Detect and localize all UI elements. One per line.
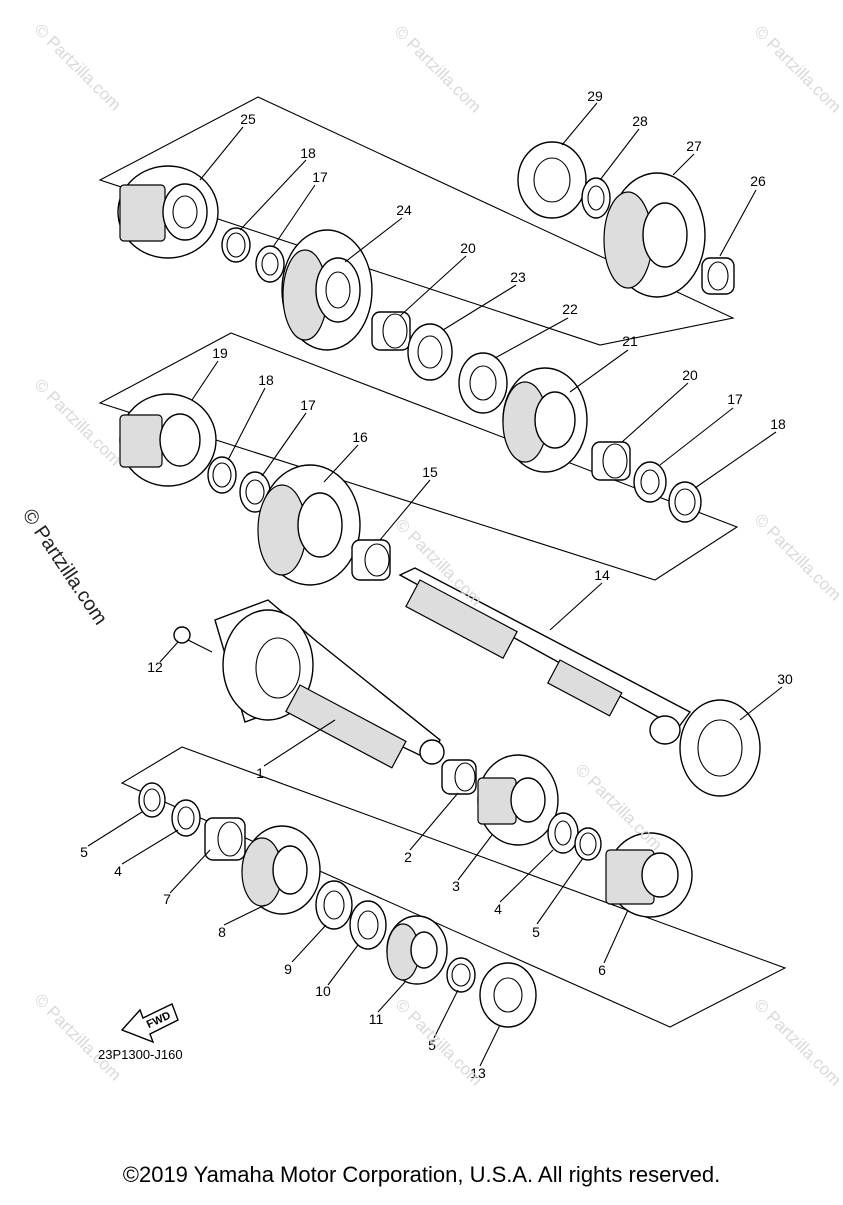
part-15-collar <box>351 539 391 581</box>
callout-17b: 17 <box>300 397 316 413</box>
lower-group-frame <box>120 746 787 1028</box>
callout-5c: 5 <box>428 1037 436 1053</box>
part-24-gear <box>281 229 373 351</box>
callout-18c: 18 <box>770 416 786 432</box>
part-16-gear <box>257 464 361 586</box>
copyright-notice: ©2019 Yamaha Motor Corporation, U.S.A. A… <box>122 1162 721 1187</box>
callout-3: 3 <box>452 878 460 894</box>
callout-14: 14 <box>594 567 610 583</box>
part-5-circlip <box>138 782 166 818</box>
callout-20: 20 <box>460 240 476 256</box>
part-26-collar <box>701 257 735 295</box>
part-21-gear <box>502 367 588 473</box>
callout-2: 2 <box>404 849 412 865</box>
callout-20b: 20 <box>682 367 698 383</box>
callout-19: 19 <box>212 345 228 361</box>
callout-17c: 17 <box>727 391 743 407</box>
part-10-washer <box>349 900 387 950</box>
part-12-bolt <box>173 626 213 653</box>
middle-group-frame <box>98 332 739 581</box>
leader-lines <box>87 102 783 1067</box>
callout-27: 27 <box>686 138 702 154</box>
callout-16: 16 <box>352 429 368 445</box>
part-13-bearing <box>479 962 537 1028</box>
part-6-gear <box>605 832 693 918</box>
callout-8: 8 <box>218 924 226 940</box>
callout-17: 17 <box>312 169 328 185</box>
callout-21: 21 <box>622 333 638 349</box>
part-5-circlip-c <box>574 827 602 861</box>
part-1-drive-axle <box>214 599 445 769</box>
part-22-washer <box>458 352 508 414</box>
part-17-washer-b <box>633 461 667 503</box>
part-25-gear <box>117 165 219 259</box>
part-18-circlip-b <box>668 481 702 523</box>
part-5-circlip-b <box>446 957 476 993</box>
part-27-gear <box>603 172 706 298</box>
part-11-gear <box>386 915 448 985</box>
callout-labels: 29 28 27 26 25 18 17 24 20 23 22 21 19 1… <box>80 88 793 1081</box>
callout-29: 29 <box>587 88 603 104</box>
part-9-washer <box>315 880 353 930</box>
fwd-arrow-icon <box>120 1003 179 1044</box>
callout-4b: 4 <box>494 901 502 917</box>
diagram-code: 23P1300-J160 <box>98 1047 183 1062</box>
part-17-washer <box>255 245 285 283</box>
callout-18: 18 <box>300 145 316 161</box>
part-18-circlip <box>221 227 251 263</box>
part-14-main-axle <box>398 567 692 745</box>
callout-12: 12 <box>147 659 163 675</box>
part-8-gear <box>241 825 321 915</box>
callout-1: 1 <box>256 765 264 781</box>
callout-22: 22 <box>562 301 578 317</box>
part-2-collar <box>441 759 477 795</box>
callout-5: 5 <box>80 844 88 860</box>
callout-28: 28 <box>632 113 648 129</box>
part-20-bearing <box>371 311 411 351</box>
callout-10: 10 <box>315 983 331 999</box>
callout-25: 25 <box>240 111 256 127</box>
part-30-bearing <box>679 699 761 797</box>
part-28-washer <box>581 177 611 219</box>
callout-15: 15 <box>422 464 438 480</box>
callout-30: 30 <box>777 671 793 687</box>
part-18-circlip-c <box>207 456 237 494</box>
callout-7: 7 <box>163 891 171 907</box>
callout-26: 26 <box>750 173 766 189</box>
callout-13: 13 <box>470 1065 486 1081</box>
part-4-washer-b <box>547 812 579 854</box>
callout-18b: 18 <box>258 372 274 388</box>
part-19-gear <box>119 393 217 487</box>
callout-9: 9 <box>284 961 292 977</box>
callout-24: 24 <box>396 202 412 218</box>
callout-4: 4 <box>114 863 122 879</box>
part-23-washer <box>407 323 453 381</box>
part-20-bearing-b <box>591 441 631 481</box>
callout-6: 6 <box>598 962 606 978</box>
upper-group-frame <box>98 96 735 346</box>
callout-11: 11 <box>369 1011 384 1027</box>
callout-5b: 5 <box>532 924 540 940</box>
part-4-washer <box>171 799 201 837</box>
part-3-gear <box>477 754 559 846</box>
callout-23: 23 <box>510 269 526 285</box>
part-29-bearing <box>517 141 587 219</box>
part-7-bearing <box>204 817 246 861</box>
